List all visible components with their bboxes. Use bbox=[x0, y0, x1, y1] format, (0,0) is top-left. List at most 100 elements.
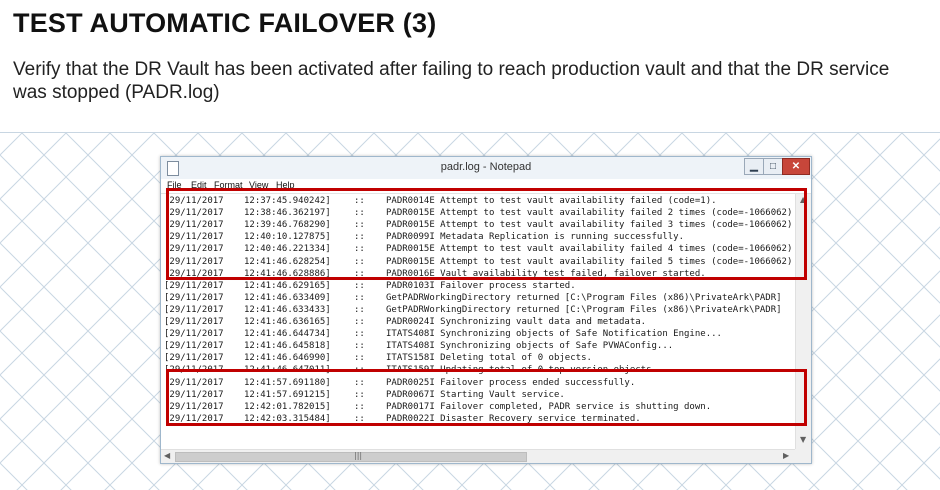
log-time: 12:41:46.633409] bbox=[244, 292, 331, 303]
log-sep: :: bbox=[354, 377, 365, 388]
log-line: [29/11/2017 12:41:46.628886]::PADR0016E V… bbox=[164, 268, 794, 280]
log-time: 12:41:46.628254] bbox=[244, 256, 331, 267]
log-sep: :: bbox=[354, 389, 365, 400]
log-date: [29/11/2017 bbox=[164, 401, 224, 412]
log-date: [29/11/2017 bbox=[164, 256, 224, 267]
notepad-window[interactable]: padr.log - Notepad ▁ □ ✕ File Edit Forma… bbox=[160, 156, 812, 464]
log-sep: :: bbox=[354, 353, 365, 364]
scroll-corner bbox=[795, 449, 811, 463]
log-msg: GetPADRWorkingDirectory returned [C:\Pro… bbox=[386, 292, 782, 303]
log-date: [29/11/2017 bbox=[164, 292, 224, 303]
log-sep: :: bbox=[354, 256, 365, 267]
log-date: [29/11/2017 bbox=[164, 280, 224, 291]
log-date: [29/11/2017 bbox=[164, 244, 224, 255]
log-sep: :: bbox=[354, 413, 365, 424]
menu-format[interactable]: Format bbox=[214, 180, 243, 190]
log-time: 12:40:46.221334] bbox=[244, 244, 331, 255]
log-msg: PADR0024I Synchronizing vault data and m… bbox=[386, 317, 647, 327]
scroll-grip: ||| bbox=[354, 451, 363, 460]
log-time: 12:41:57.691180] bbox=[244, 377, 331, 388]
notepad-icon bbox=[167, 161, 179, 176]
highlight-box-completion bbox=[166, 369, 807, 426]
vertical-scrollbar[interactable]: ▲ ▼ bbox=[795, 194, 811, 450]
scroll-thumb[interactable]: ||| bbox=[175, 451, 527, 462]
log-date: [29/11/2017 bbox=[164, 389, 224, 400]
log-time: 12:41:46.628886] bbox=[244, 268, 331, 279]
log-date: [29/11/2017 bbox=[164, 220, 224, 231]
log-date: [29/11/2017 bbox=[164, 232, 224, 243]
log-line: [29/11/2017 12:41:46.644734]::ITATS408I S… bbox=[164, 328, 794, 340]
log-date: [29/11/2017 bbox=[164, 304, 224, 315]
maximize-button[interactable]: □ bbox=[763, 158, 783, 175]
title-bar[interactable]: padr.log - Notepad ▁ □ ✕ bbox=[161, 157, 811, 179]
menu-view[interactable]: View bbox=[249, 180, 269, 190]
log-sep: :: bbox=[354, 268, 365, 279]
log-msg: PADR0099I Metadata Replication is runnin… bbox=[386, 232, 685, 243]
log-time: 12:41:57.691215] bbox=[244, 389, 331, 400]
log-sep: :: bbox=[354, 196, 365, 206]
log-time: 12:41:46.629165] bbox=[244, 280, 331, 291]
log-time: 12:42:03.315484] bbox=[244, 413, 331, 424]
log-line: [29/11/2017 12:41:46.646990]::ITATS158I D… bbox=[164, 352, 794, 364]
log-msg: PADR0015E Attempt to test vault availabi… bbox=[386, 220, 793, 231]
log-line: [29/11/2017 12:41:57.691180]::PADR0025I F… bbox=[164, 377, 794, 389]
arrow-down-icon[interactable]: ▼ bbox=[800, 435, 807, 444]
log-date: [29/11/2017 bbox=[164, 413, 224, 424]
log-date: [29/11/2017 bbox=[164, 196, 224, 206]
log-date: [29/11/2017 bbox=[164, 353, 224, 364]
menu-help[interactable]: Help bbox=[276, 180, 295, 190]
log-sep: :: bbox=[354, 304, 365, 315]
log-date: [29/11/2017 bbox=[164, 268, 224, 279]
log-msg: PADR0103I Failover process started. bbox=[386, 280, 576, 291]
log-date: [29/11/2017 bbox=[164, 329, 224, 340]
log-sep: :: bbox=[354, 244, 365, 255]
log-sep: :: bbox=[354, 329, 365, 340]
log-time: 12:41:46.645818] bbox=[244, 341, 331, 352]
log-sep: :: bbox=[354, 292, 365, 303]
highlight-box-failures bbox=[166, 188, 807, 280]
horizontal-scrollbar[interactable]: ◀ ||| ▶ bbox=[161, 449, 795, 463]
log-sep: :: bbox=[354, 341, 365, 352]
log-msg: PADR0015E Attempt to test vault availabi… bbox=[386, 256, 793, 267]
log-msg: ITATS158I Deleting total of 0 objects. bbox=[386, 353, 592, 364]
arrow-up-icon[interactable]: ▲ bbox=[800, 195, 807, 204]
log-msg: GetPADRWorkingDirectory returned [C:\Pro… bbox=[386, 304, 782, 315]
log-msg: ITATS408I Synchronizing objects of Safe … bbox=[386, 329, 722, 340]
log-msg: PADR0017I Failover completed, PADR servi… bbox=[386, 401, 712, 412]
log-sep: :: bbox=[354, 280, 365, 291]
log-time: 12:41:46.646990] bbox=[244, 353, 331, 364]
log-line: [29/11/2017 12:41:46.633409]::GetPADRWork… bbox=[164, 292, 794, 304]
log-line: [29/11/2017 12:41:46.628254]::PADR0015E A… bbox=[164, 256, 794, 268]
log-msg: PADR0067I Starting Vault service. bbox=[386, 389, 565, 400]
log-time: 12:40:10.127875] bbox=[244, 232, 331, 243]
window-title: padr.log - Notepad bbox=[440, 161, 532, 173]
arrow-left-icon[interactable]: ◀ bbox=[164, 451, 171, 460]
log-time: 12:41:46.644734] bbox=[244, 329, 331, 340]
menu-file[interactable]: File bbox=[167, 180, 182, 190]
log-msg: PADR0014E Attempt to test vault availabi… bbox=[386, 196, 717, 206]
log-msg: PADR0025I Failover process ended success… bbox=[386, 377, 636, 388]
close-button[interactable]: ✕ bbox=[782, 158, 810, 175]
slide-title: TEST AUTOMATIC FAILOVER (3) bbox=[13, 8, 437, 38]
minimize-button[interactable]: ▁ bbox=[744, 158, 764, 175]
log-date: [29/11/2017 bbox=[164, 377, 224, 388]
log-time: 12:37:45.940242] bbox=[244, 196, 331, 206]
menu-edit[interactable]: Edit bbox=[191, 180, 207, 190]
log-time: 12:38:46.362197] bbox=[244, 208, 331, 219]
log-time: 12:41:46.636165] bbox=[244, 317, 331, 327]
log-date: [29/11/2017 bbox=[164, 208, 224, 219]
log-msg: PADR0016E Vault availability test failed… bbox=[386, 268, 706, 279]
log-date: [29/11/2017 bbox=[164, 317, 224, 327]
log-time: 12:42:01.782015] bbox=[244, 401, 331, 412]
arrow-right-icon[interactable]: ▶ bbox=[783, 451, 790, 460]
log-date: [29/11/2017 bbox=[164, 341, 224, 352]
log-sep: :: bbox=[354, 232, 365, 243]
slide-description: Verify that the DR Vault has been activa… bbox=[13, 59, 890, 103]
text-area[interactable]: [29/11/2017 12:37:45.940242]::PADR0014E A… bbox=[164, 195, 794, 448]
